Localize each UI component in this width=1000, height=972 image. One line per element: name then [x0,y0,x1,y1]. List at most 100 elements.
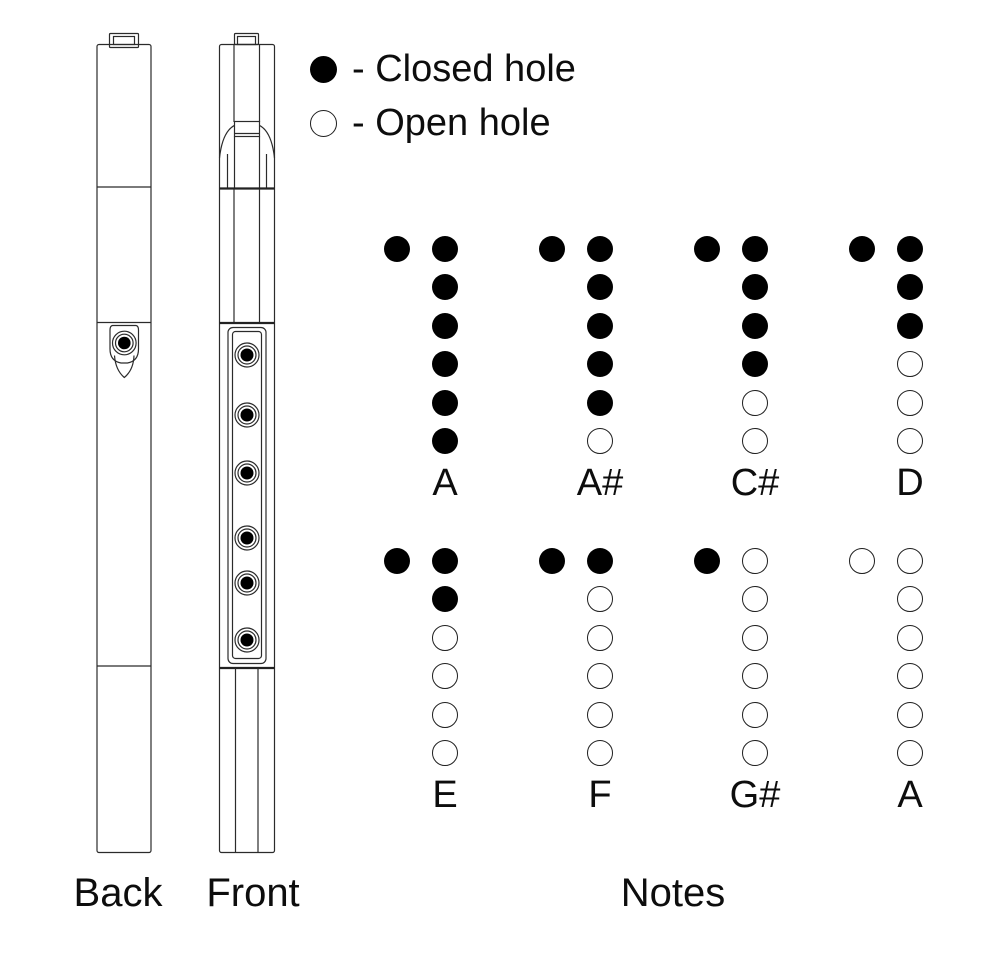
fingering-Csharp: C# [694,236,804,526]
finger-hole-dot-open [742,428,768,454]
finger-hole-dot-closed [432,313,458,339]
legend-item-open: - Open hole [310,96,576,150]
finger-hole-dot-open [897,625,923,651]
finger-hole-dot-open [587,586,613,612]
caption-notes: Notes [620,871,726,915]
finger-hole-3 [240,466,254,480]
finger-hole-dot-closed [897,313,923,339]
thumb-hole-dot-closed [539,236,565,262]
hole-panel-inner [231,330,263,660]
note-label: A [897,774,923,816]
window-opening [233,120,261,138]
finger-hole-dot-closed [432,236,458,262]
finger-hole-dot-closed [587,351,613,377]
finger-hole-dot-closed [587,313,613,339]
finger-hole-dot-closed [587,548,613,574]
thumb-key-teardrop [113,355,135,379]
finger-hole-2 [240,408,254,422]
thumb-key-plate [109,324,140,364]
finger-hole-dot-closed [432,586,458,612]
finger-hole-dot-open [897,740,923,766]
fingering-D: D [849,236,959,526]
finger-hole-dot-open [742,702,768,728]
finger-hole-dot-closed [587,274,613,300]
caption-front: Front [206,871,300,915]
instrument-drawings [96,32,276,854]
finger-hole-5 [240,576,254,590]
thumb-hole-dot-closed [694,236,720,262]
fingering-A: A [384,236,494,526]
fingering-F: F [539,548,649,838]
finger-hole-dot-open [432,663,458,689]
finger-hole-dot-open [742,740,768,766]
whistle-back-drawing [96,32,152,854]
finger-hole-1 [240,348,254,362]
finger-hole-dot-open [742,625,768,651]
finger-hole-4 [240,531,254,545]
finger-hole-dot-open [587,740,613,766]
finger-hole-dot-open [897,351,923,377]
thumb-hole [118,336,131,350]
fingering-A: A [849,548,959,838]
finger-hole-dot-open [897,663,923,689]
fingering-Gsharp: G# [694,548,804,838]
finger-hole-dot-closed [432,428,458,454]
note-label: A [432,462,458,504]
finger-hole-dot-open [897,428,923,454]
finger-hole-dot-open [742,586,768,612]
thumb-hole-dot-closed [384,236,410,262]
finger-hole-dot-open [897,390,923,416]
finger-hole-dot-open [432,625,458,651]
finger-hole-dot-open [587,663,613,689]
note-label: D [896,462,924,504]
finger-hole-dot-closed [432,390,458,416]
finger-hole-dot-closed [897,274,923,300]
thumb-hole-dot-open [849,548,875,574]
finger-hole-dot-open [587,702,613,728]
finger-hole-dot-closed [432,274,458,300]
finger-hole-dot-closed [742,313,768,339]
closed-hole-icon [310,55,337,83]
finger-hole-dot-open [587,625,613,651]
finger-hole-dot-open [742,548,768,574]
thumb-hole-dot-closed [539,548,565,574]
thumb-hole-mid-ring [114,333,134,353]
finger-hole-6 [240,633,254,647]
whistle-front-drawing [218,32,276,854]
thumb-hole-outer-ring [111,330,137,356]
back-mouthpiece-tab [108,32,140,49]
finger-hole-dot-open [897,702,923,728]
finger-hole-dot-open [587,428,613,454]
hole-panel-outer [227,326,267,665]
fingering-E: E [384,548,494,838]
finger-hole-dot-open [432,702,458,728]
finger-hole-dot-closed [587,390,613,416]
back-body-outline [96,43,152,854]
open-hole-icon [310,109,337,137]
thumb-hole-assembly [109,324,140,379]
note-label: E [432,774,458,816]
note-label: F [588,774,612,816]
finger-hole-dot-open [897,586,923,612]
finger-hole-dot-open [432,740,458,766]
front-body-outline [218,43,276,854]
finger-hole-dot-closed [587,236,613,262]
finger-hole-dot-closed [432,548,458,574]
legend-open-label: - Open hole [352,102,551,144]
finger-hole-dot-closed [432,351,458,377]
legend: - Closed hole - Open hole [310,42,576,150]
thumb-hole-dot-closed [384,548,410,574]
thumb-hole-dot-closed [849,236,875,262]
legend-item-closed: - Closed hole [310,42,576,96]
finger-hole-dot-open [897,548,923,574]
front-finger-holes [234,342,260,653]
finger-hole-dot-closed [742,351,768,377]
finger-hole-dot-closed [742,236,768,262]
note-label: A# [576,462,624,504]
fingering-Asharp: A# [539,236,649,526]
thumb-hole-dot-closed [694,548,720,574]
note-label: C# [730,462,780,504]
finger-hole-dot-closed [897,236,923,262]
